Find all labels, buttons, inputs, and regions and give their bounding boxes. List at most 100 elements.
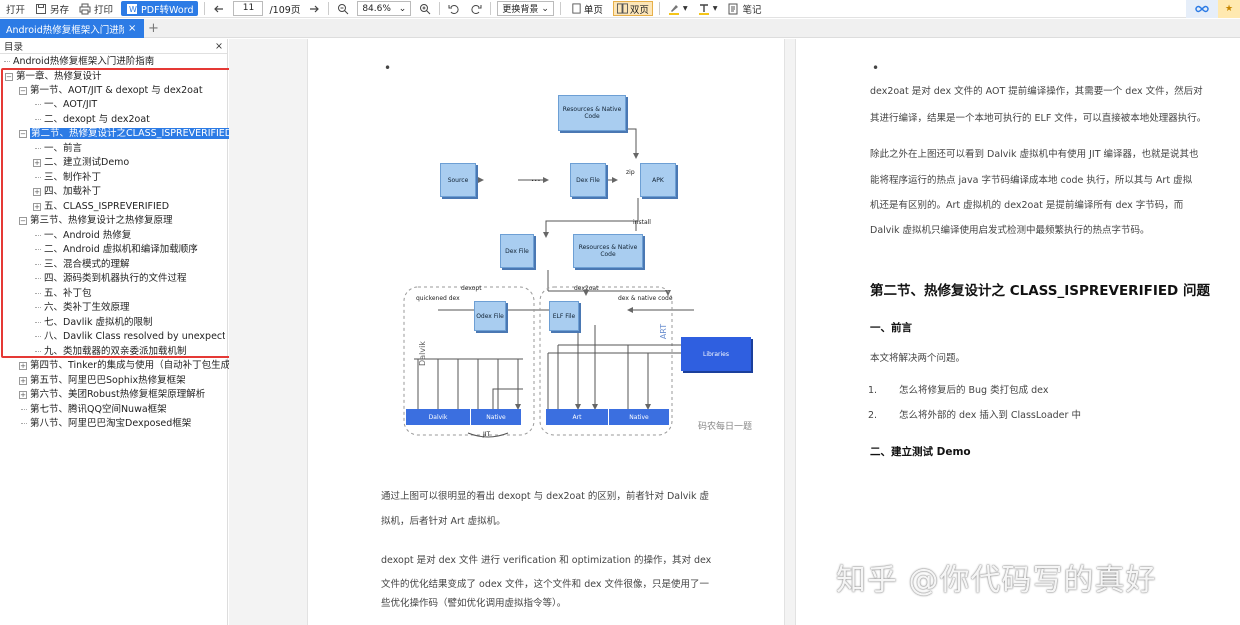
collapse-icon[interactable]: − [19,216,27,225]
collapse-icon[interactable]: − [19,129,27,138]
bullet-marker: • [384,61,392,75]
next-page-button[interactable] [306,1,322,17]
toc-item[interactable]: −第一节、AOT/JIT & dexopt 与 dex2oat [19,85,203,96]
save-icon [36,3,47,14]
paragraph-line: 本文将解决两个问题。 [870,353,966,364]
toc-item[interactable]: +四、加载补丁 [33,186,102,197]
pdf-page-left: • [307,39,785,625]
change-background-button[interactable]: 更换背景 ⌄ [497,1,554,16]
toc-item[interactable]: 八、Davlik Class resolved by unexpected DE… [35,330,225,344]
paragraph-line: 文件的优化结果变成了 odex 文件，这个文件和 dex 文件很像，只是使用了一 [381,579,710,590]
toc-item[interactable]: 二、dexopt 与 dex2oat [35,113,150,127]
toc-item[interactable]: 一、前言 [35,142,82,156]
new-tab-button[interactable]: + [148,21,159,36]
toc-item[interactable]: 第八节、阿里巴巴淘宝Dexposed框架 [21,417,191,431]
toc-item[interactable]: +第六节、美团Robust热修复框架原理解析 [19,389,206,400]
subheading: 二、建立测试 Demo [870,446,971,458]
art-side-label: ART [659,323,669,340]
toc-item[interactable]: +第四节、Tinker的集成与使用（自动补丁包生成） [19,360,240,371]
chevron-down-icon: ▾ [712,3,718,14]
single-page-button[interactable]: 单页 [567,1,607,16]
install-label: install [633,219,651,226]
expand-icon[interactable]: + [33,158,41,167]
paragraph-line: 些优化操作码（譬如优化调用虚拟指令等）。 [381,598,567,609]
note-icon [728,3,738,14]
tab-title: Android热修复框架入门进阶指南 [6,24,124,36]
page-number-input[interactable]: 11 [233,1,264,16]
page-total: /109页 [269,4,301,16]
paragraph-line: 能将程序运行的热点 java 字节码编译成本地 code 执行，所以其与 Art… [870,175,1193,186]
toc-item[interactable]: 二、Android 虚拟机和编译加载顺序 [35,243,198,257]
expand-icon[interactable]: + [19,376,27,385]
printer-icon [79,3,91,14]
toc-item[interactable]: 四、源码类到机器执行的文件过程 [35,272,187,286]
link-button[interactable] [1186,0,1218,18]
pdf-to-word-button[interactable]: W PDF转Word [121,1,199,16]
rotate-left-button[interactable] [446,1,462,17]
jit-label: JIT [483,431,491,438]
divider [658,2,660,15]
toc-item[interactable]: +二、建立测试Demo [33,157,130,168]
libraries-box: Libraries [681,337,751,371]
toc-header: 目录 × [0,39,227,54]
paragraph-line: 机还是有区别的。Art 虚拟机的 dex2oat 是提前编译所有 dex 字节码… [870,200,1184,211]
toc-item[interactable]: 九、类加载器的双亲委派加载机制 [35,345,187,359]
close-icon[interactable]: × [215,40,223,52]
dex2oat-label: dex2oat [574,285,599,292]
toc-item[interactable]: 七、Davlik 虚拟机的限制 [35,316,153,330]
word-icon: W [127,3,138,14]
toc-item[interactable]: +五、CLASS_ISPREVERIFIED [33,201,170,212]
expand-icon[interactable]: + [19,390,27,399]
toc-item[interactable]: 六、类补丁生效原理 [35,301,130,315]
toc-item[interactable]: −第三节、热修复设计之热修复原理 [19,215,173,226]
toc-item[interactable]: Android热修复框架入门进阶指南 [4,55,154,69]
ellipsis-label: ... [531,173,541,184]
zoom-out-button[interactable] [335,1,351,17]
print-label: 打印 [94,4,114,16]
expand-icon[interactable]: + [33,187,41,196]
toc-item[interactable]: 三、混合模式的理解 [35,258,130,272]
print-button[interactable]: 打印 [77,1,115,17]
extra-button[interactable]: ★ [1218,0,1240,18]
toc-item[interactable]: −第一章、热修复设计 [5,71,102,82]
collapse-icon[interactable]: − [5,72,13,81]
expand-icon[interactable]: + [19,361,27,370]
list-item: 怎么将修复后的 Bug 类打包成 dex [899,385,1049,396]
toc-item[interactable]: 一、AOT/JIT [35,98,97,112]
toc-item[interactable]: 第七节、腾讯QQ空间Nuwa框架 [21,403,167,417]
list-item: 怎么将外部的 dex 插入到 ClassLoader 中 [899,410,1081,421]
toc-item[interactable]: 三、制作补丁 [35,171,101,185]
resources-native-box: Resources & Native Code [558,95,626,131]
section-heading: 第二节、热修复设计之 CLASS_ISPREVERIFIED 问题 [870,283,1210,299]
arrow-left-icon [214,5,224,12]
zoom-select[interactable]: 84.6% ⌄ [357,1,412,16]
collapse-icon[interactable]: − [19,86,27,95]
close-icon[interactable]: × [128,23,137,34]
single-page-icon [572,3,581,14]
divider [490,2,492,15]
notes-label: 笔记 [742,4,762,16]
infinity-icon [1195,5,1209,13]
open-button[interactable]: 打开 [4,1,27,17]
toc-item-selected[interactable]: −第二节、热修复设计之CLASS_ISPREVERIFIED问题 [19,128,253,139]
toc-item[interactable]: 一、Android 热修复 [35,229,131,243]
prev-page-button[interactable] [211,1,227,17]
toolbar: 打开 另存 打印 W PDF转Word 11 /109页 84.6% ⌄ 更换背… [0,0,1240,18]
toc-item[interactable]: +第五节、阿里巴巴Sophix热修复框架 [19,375,186,386]
dex-file-box: Dex File [570,163,606,197]
notes-button[interactable]: 笔记 [725,1,763,17]
highlight-button[interactable]: ▾ [666,1,690,17]
chevron-down-icon: ⌄ [398,3,407,14]
toc-item[interactable]: 五、补丁包 [35,287,92,301]
document-tab[interactable]: Android热修复框架入门进阶指南 × [0,19,144,38]
paragraph-line: 除此之外在上图还可以看到 Dalvik 虚拟机中有使用 JIT 编译器，也就是说… [870,149,1199,160]
save-as-button[interactable]: 另存 [33,1,71,17]
paragraph-line: dexopt 是对 dex 文件 进行 verification 和 optim… [381,555,712,566]
zoom-in-button[interactable] [417,1,433,17]
double-page-button[interactable]: 双页 [612,1,653,16]
source-box: Source [440,163,476,197]
text-color-button[interactable]: ▾ [696,1,720,17]
expand-icon[interactable]: + [33,202,41,211]
zip-label: zip [626,169,635,176]
rotate-right-button[interactable] [468,1,484,17]
